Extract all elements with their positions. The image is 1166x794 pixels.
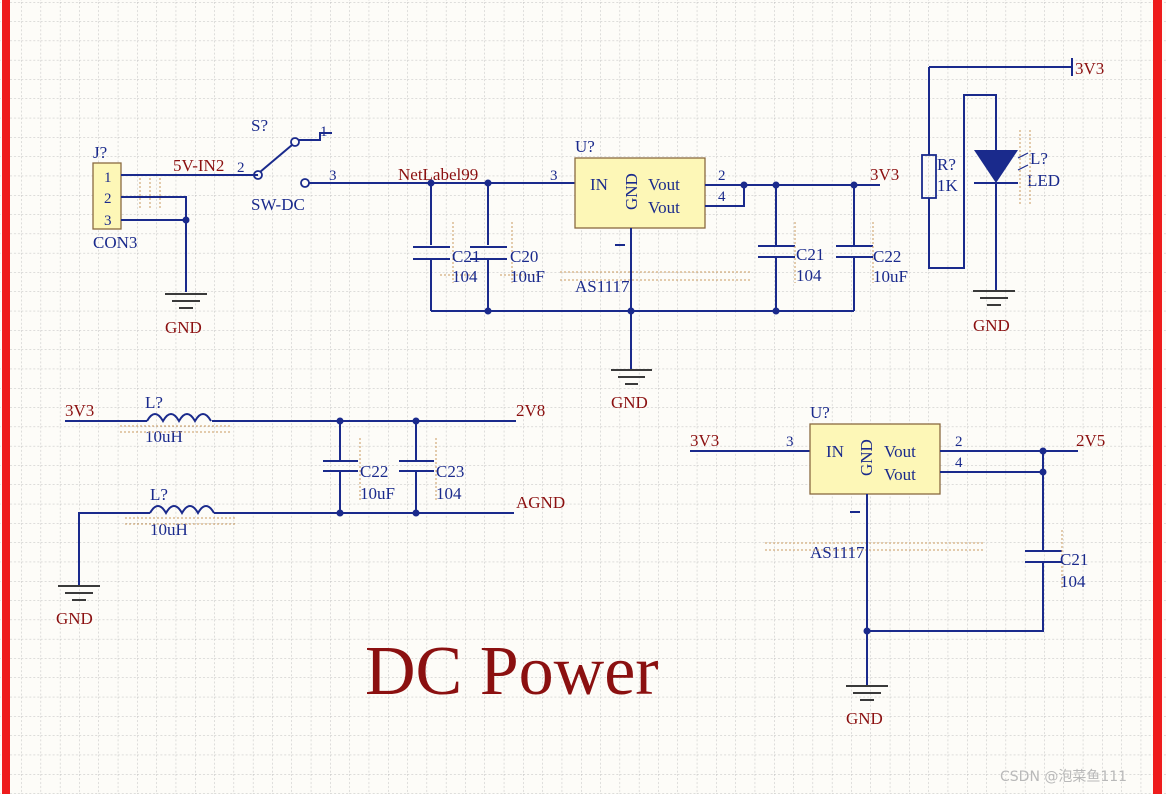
filter-cap-c22-designator: C22 <box>360 462 388 481</box>
filter-out-agnd: AGND <box>516 493 565 512</box>
svg-text:GND: GND <box>56 609 93 628</box>
filter-cap-c22-value: 10uF <box>360 484 395 503</box>
switch-pin-2: 2 <box>237 160 245 176</box>
connector-name: CON3 <box>93 233 137 252</box>
reg2-cap-value: 104 <box>1060 572 1086 591</box>
regulator-u2[interactable]: IN GND Vout Vout U? AS1117 <box>809 403 941 562</box>
filter-cap-c23-value: 104 <box>436 484 462 503</box>
reg1-in-label: IN <box>590 175 608 194</box>
cap-c21-a-value: 104 <box>452 267 478 286</box>
reg2-pin-in: 3 <box>786 434 794 450</box>
reg2-name: AS1117 <box>810 543 865 562</box>
reg1-pin-out1: 2 <box>718 168 726 184</box>
inductor-l1-designator: L? <box>145 393 163 412</box>
filter-out-2v8: 2V8 <box>516 401 545 420</box>
gnd-symbol-reg2: GND <box>846 685 888 728</box>
sheet-border-right <box>1153 0 1162 794</box>
inductor-l2-value: 10uH <box>150 520 188 539</box>
svg-text:GND: GND <box>973 316 1010 335</box>
reg2-pin-out1: 2 <box>955 434 963 450</box>
reg2-in-label: IN <box>826 442 844 461</box>
reg1-vout2-label: Vout <box>648 198 680 217</box>
regulator-u1[interactable]: IN GND Vout Vout U? AS1117 <box>574 137 706 296</box>
connector-j[interactable]: J? 1 2 3 CON3 <box>92 143 137 252</box>
cap-c21-b-value: 104 <box>796 266 822 285</box>
svg-text:GND: GND <box>846 709 883 728</box>
reg1-gnd-label: GND <box>622 173 641 210</box>
gnd-symbol-reg1: GND <box>611 369 652 412</box>
reg2-pin-out2: 4 <box>955 455 963 471</box>
netlabel-99: NetLabel99 <box>398 165 478 184</box>
sheet-border-left <box>2 0 10 794</box>
gnd-symbol-led: GND <box>973 290 1015 335</box>
switch-name: SW-DC <box>251 195 305 214</box>
cap-c21-a-designator: C21 <box>452 247 480 266</box>
resistor-r[interactable]: R? 1K <box>921 154 959 199</box>
net-3v3-led: 3V3 <box>1075 59 1104 78</box>
filter-cap-c23-designator: C23 <box>436 462 464 481</box>
connector-pin-3: 3 <box>104 213 112 229</box>
sheet-title: DC Power <box>365 633 659 710</box>
filter-in-3v3: 3V3 <box>65 401 94 420</box>
net-5v-in2: 5V-IN2 <box>173 156 224 175</box>
resistor-value: 1K <box>937 176 959 195</box>
inductor-l2[interactable]: L? 10uH <box>149 485 215 539</box>
cap-c20-value: 10uF <box>510 267 545 286</box>
connector-pin-1: 1 <box>104 170 112 186</box>
reg2-cap-designator: C21 <box>1060 550 1088 569</box>
reg2-out-net: 2V5 <box>1076 431 1105 450</box>
switch-pin-3: 3 <box>329 168 337 184</box>
cap-c20-designator: C20 <box>510 247 538 266</box>
led-name: LED <box>1027 171 1060 190</box>
reg2-in-net: 3V3 <box>690 431 719 450</box>
cap-c22-value: 10uF <box>873 267 908 286</box>
connector-designator: J? <box>93 143 107 162</box>
led-designator: L? <box>1030 149 1048 168</box>
reg2-vout1-label: Vout <box>884 442 916 461</box>
reg1-vout1-label: Vout <box>648 175 680 194</box>
switch-pin-1: 1 <box>320 124 328 140</box>
reg1-name: AS1117 <box>575 277 630 296</box>
inductor-l2-designator: L? <box>150 485 168 504</box>
watermark: CSDN @泡菜鱼111 <box>1000 768 1127 785</box>
reg2-gnd-label: GND <box>857 439 876 476</box>
resistor-designator: R? <box>937 155 956 174</box>
switch-designator: S? <box>251 116 268 135</box>
cap-c22-designator: C22 <box>873 247 901 266</box>
net-3v3-out: 3V3 <box>870 165 899 184</box>
switch-s[interactable]: 1 2 S? SW-DC <box>237 116 332 214</box>
inductor-l1-value: 10uH <box>145 427 183 446</box>
gnd-symbol-connector: GND <box>165 293 207 337</box>
led-indicator[interactable]: L? LED <box>974 149 1060 190</box>
reg1-designator: U? <box>575 137 595 156</box>
reg2-designator: U? <box>810 403 830 422</box>
reg1-pin-in: 3 <box>550 168 558 184</box>
gnd-symbol-filter: GND <box>56 585 100 628</box>
cap-c21-b-designator: C21 <box>796 245 824 264</box>
reg1-pin-out2: 4 <box>718 189 726 205</box>
reg2-vout2-label: Vout <box>884 465 916 484</box>
svg-text:GND: GND <box>165 318 202 337</box>
connector-pin-2: 2 <box>104 191 112 207</box>
svg-text:GND: GND <box>611 393 648 412</box>
